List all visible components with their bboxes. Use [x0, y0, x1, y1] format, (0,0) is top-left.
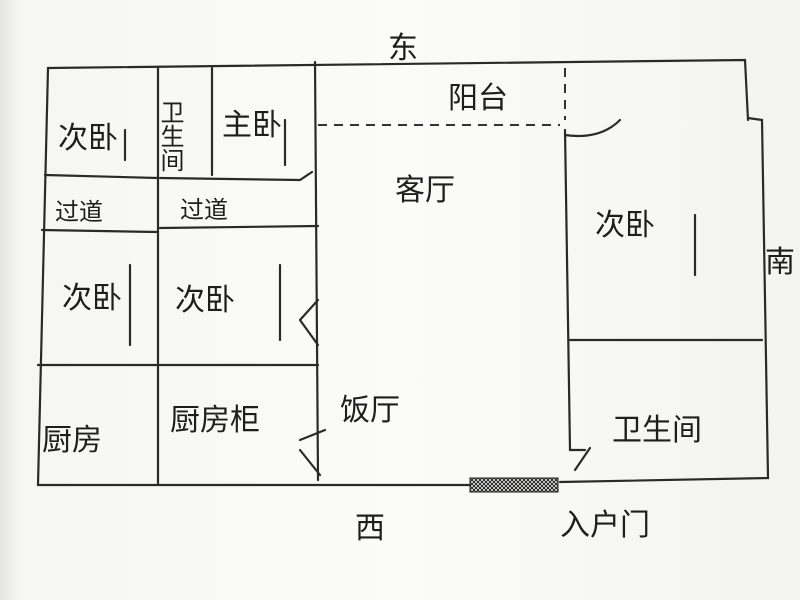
room-master-bedroom: 主卧	[222, 108, 282, 143]
entrance-door-mark	[469, 477, 559, 493]
room-bathroom-small: 卫生间	[156, 100, 184, 172]
entrance-label: 入户门	[560, 508, 650, 543]
room-bedroom-top-left: 次卧	[58, 121, 118, 156]
room-corridor-right: 过道	[180, 196, 228, 224]
room-corridor-left: 过道	[55, 198, 103, 226]
compass-west: 西	[355, 511, 385, 546]
room-bedroom-mid-left: 次卧	[62, 281, 122, 316]
compass-south: 南	[765, 245, 795, 280]
room-kitchen-cabinet: 厨房柜	[170, 403, 260, 438]
room-living-room: 客厅	[395, 173, 455, 208]
room-kitchen: 厨房	[42, 423, 102, 458]
room-bathroom-right: 卫生间	[612, 413, 702, 448]
room-dining-room: 饭厅	[340, 393, 400, 428]
room-bedroom-mid: 次卧	[175, 283, 235, 318]
compass-east: 东	[388, 31, 418, 66]
room-balcony: 阳台	[448, 81, 508, 116]
walls	[36, 58, 770, 487]
room-bedroom-right: 次卧	[595, 208, 655, 243]
